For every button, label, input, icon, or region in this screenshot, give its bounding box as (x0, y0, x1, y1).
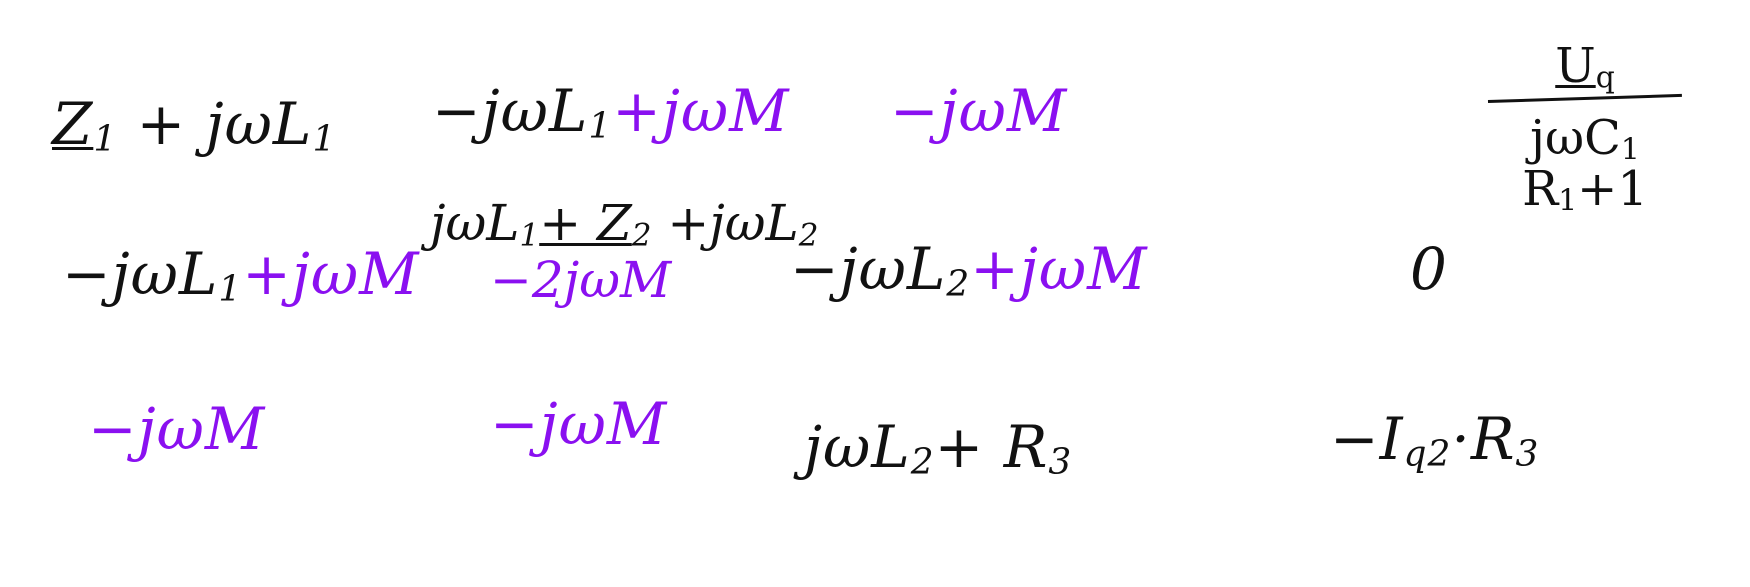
term-subscript: 1 (218, 268, 243, 310)
impedance-symbol: + Z (539, 194, 632, 252)
impedance-subscript: 1 (93, 118, 118, 160)
fraction-bar (1487, 93, 1682, 103)
cell-r1-c4: Uq jωC1 R1+1 (1480, 42, 1690, 216)
cell-r3-c4: −Iq2·R3 (1330, 410, 1539, 472)
impedance-subscript: 2 (631, 217, 652, 254)
voltage-subscript: q (1595, 60, 1615, 96)
term-subscript: 1 (312, 118, 337, 160)
term-text: ·R (1451, 405, 1516, 473)
cell-r2-c3: −jωL2+jωM (790, 240, 1148, 302)
cell-r3-c2: −jωM (490, 395, 667, 453)
term-text: +jωL (651, 194, 799, 252)
cell-line-2: −2jωM (490, 251, 672, 310)
term-text: jωL (804, 413, 911, 481)
mutual-term: −jωM (490, 390, 668, 458)
term-subscript: 2 (798, 217, 819, 254)
cell-r3-c3: jωL2+ R3 (804, 418, 1072, 480)
term-text: −I (1330, 405, 1404, 473)
mutual-term: +jωM (242, 240, 420, 308)
voltage-symbol: U (1555, 38, 1596, 94)
den-subscript: 1 (1558, 183, 1578, 219)
term-subscript: 1 (519, 217, 540, 254)
term-text: −jωL (432, 77, 589, 145)
cell-r3-c1: −jωM (88, 400, 265, 458)
den-subscript: 1 (1620, 132, 1640, 168)
term-subscript: 2 (946, 263, 971, 305)
mutual-term: −jωM (890, 77, 1068, 145)
cell-r2-c1: −jωL1+jωM (62, 245, 420, 307)
mutual-term: +jωM (612, 77, 790, 145)
cell-r1-c2: −jωL1+jωM (432, 82, 790, 144)
impedance-symbol: Z (52, 90, 94, 158)
cell-r1-c3: −jωM (890, 82, 1067, 140)
den-term: jωC (1530, 110, 1621, 166)
cell-r2-c4: 0 (1410, 240, 1448, 298)
cell-line-1: jωL1+ Z2 +jωL2 (430, 196, 818, 253)
mutual-term: −jωM (88, 395, 266, 463)
zero-value: 0 (1410, 235, 1448, 303)
term-text: −jωL (790, 235, 947, 303)
den-term: R (1522, 161, 1559, 218)
cell-r2-c2: jωL1+ Z2 +jωL2 −2jωM (430, 196, 818, 307)
term-text: + R (934, 413, 1049, 481)
mutual-term: +jωM (970, 235, 1148, 303)
term-subscript: q2 (1403, 433, 1452, 475)
fraction-numerator: Uq (1480, 42, 1690, 93)
term-subscript: 1 (588, 105, 613, 147)
term-subscript: 3 (1515, 433, 1540, 475)
fraction-denominator: jωC1 R1+1 (1480, 114, 1690, 216)
term-subscript: 3 (1048, 441, 1073, 483)
cell-r1-c1: Z1 + jωL1 (52, 95, 336, 157)
den-term: +1 (1577, 161, 1648, 218)
term-text: + jωL (117, 90, 313, 158)
term-text: jωL (430, 194, 520, 252)
term-text: −jωL (62, 240, 219, 308)
term-subscript: 2 (910, 441, 935, 483)
